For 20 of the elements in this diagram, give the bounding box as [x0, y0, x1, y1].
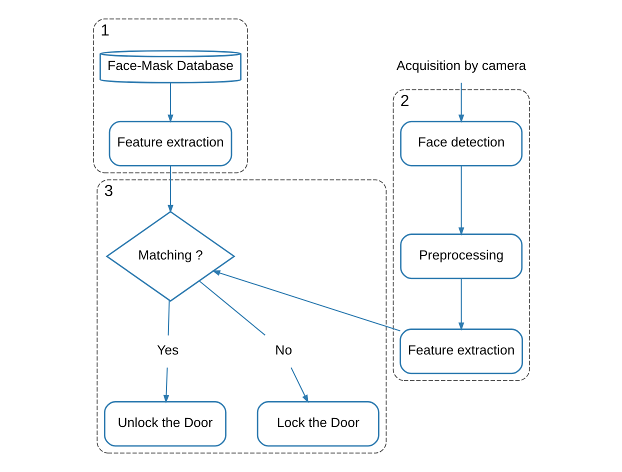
node-text: Acquisition by camera: [396, 58, 526, 73]
arrow: [162, 368, 169, 404]
node-box: Feature extraction: [108, 120, 232, 166]
connector: [167, 300, 170, 336]
arrow: [167, 82, 173, 123]
node-text: Yes: [156, 342, 178, 358]
arrow: [458, 278, 464, 331]
node-box: Unlock the Door: [103, 401, 226, 447]
node-diamond: Matching ?: [105, 210, 235, 302]
node-box: Preprocessing: [400, 234, 522, 280]
node-text: No: [274, 342, 292, 358]
arrow: [290, 367, 308, 404]
node-box: Feature extraction: [399, 328, 523, 374]
node-box: Face detection: [400, 120, 522, 166]
connector: [198, 280, 265, 336]
arrow: [167, 166, 173, 214]
arrow: [458, 166, 464, 236]
arrow: [211, 270, 400, 332]
node-box: Lock the Door: [256, 401, 379, 447]
arrow: [458, 82, 464, 123]
